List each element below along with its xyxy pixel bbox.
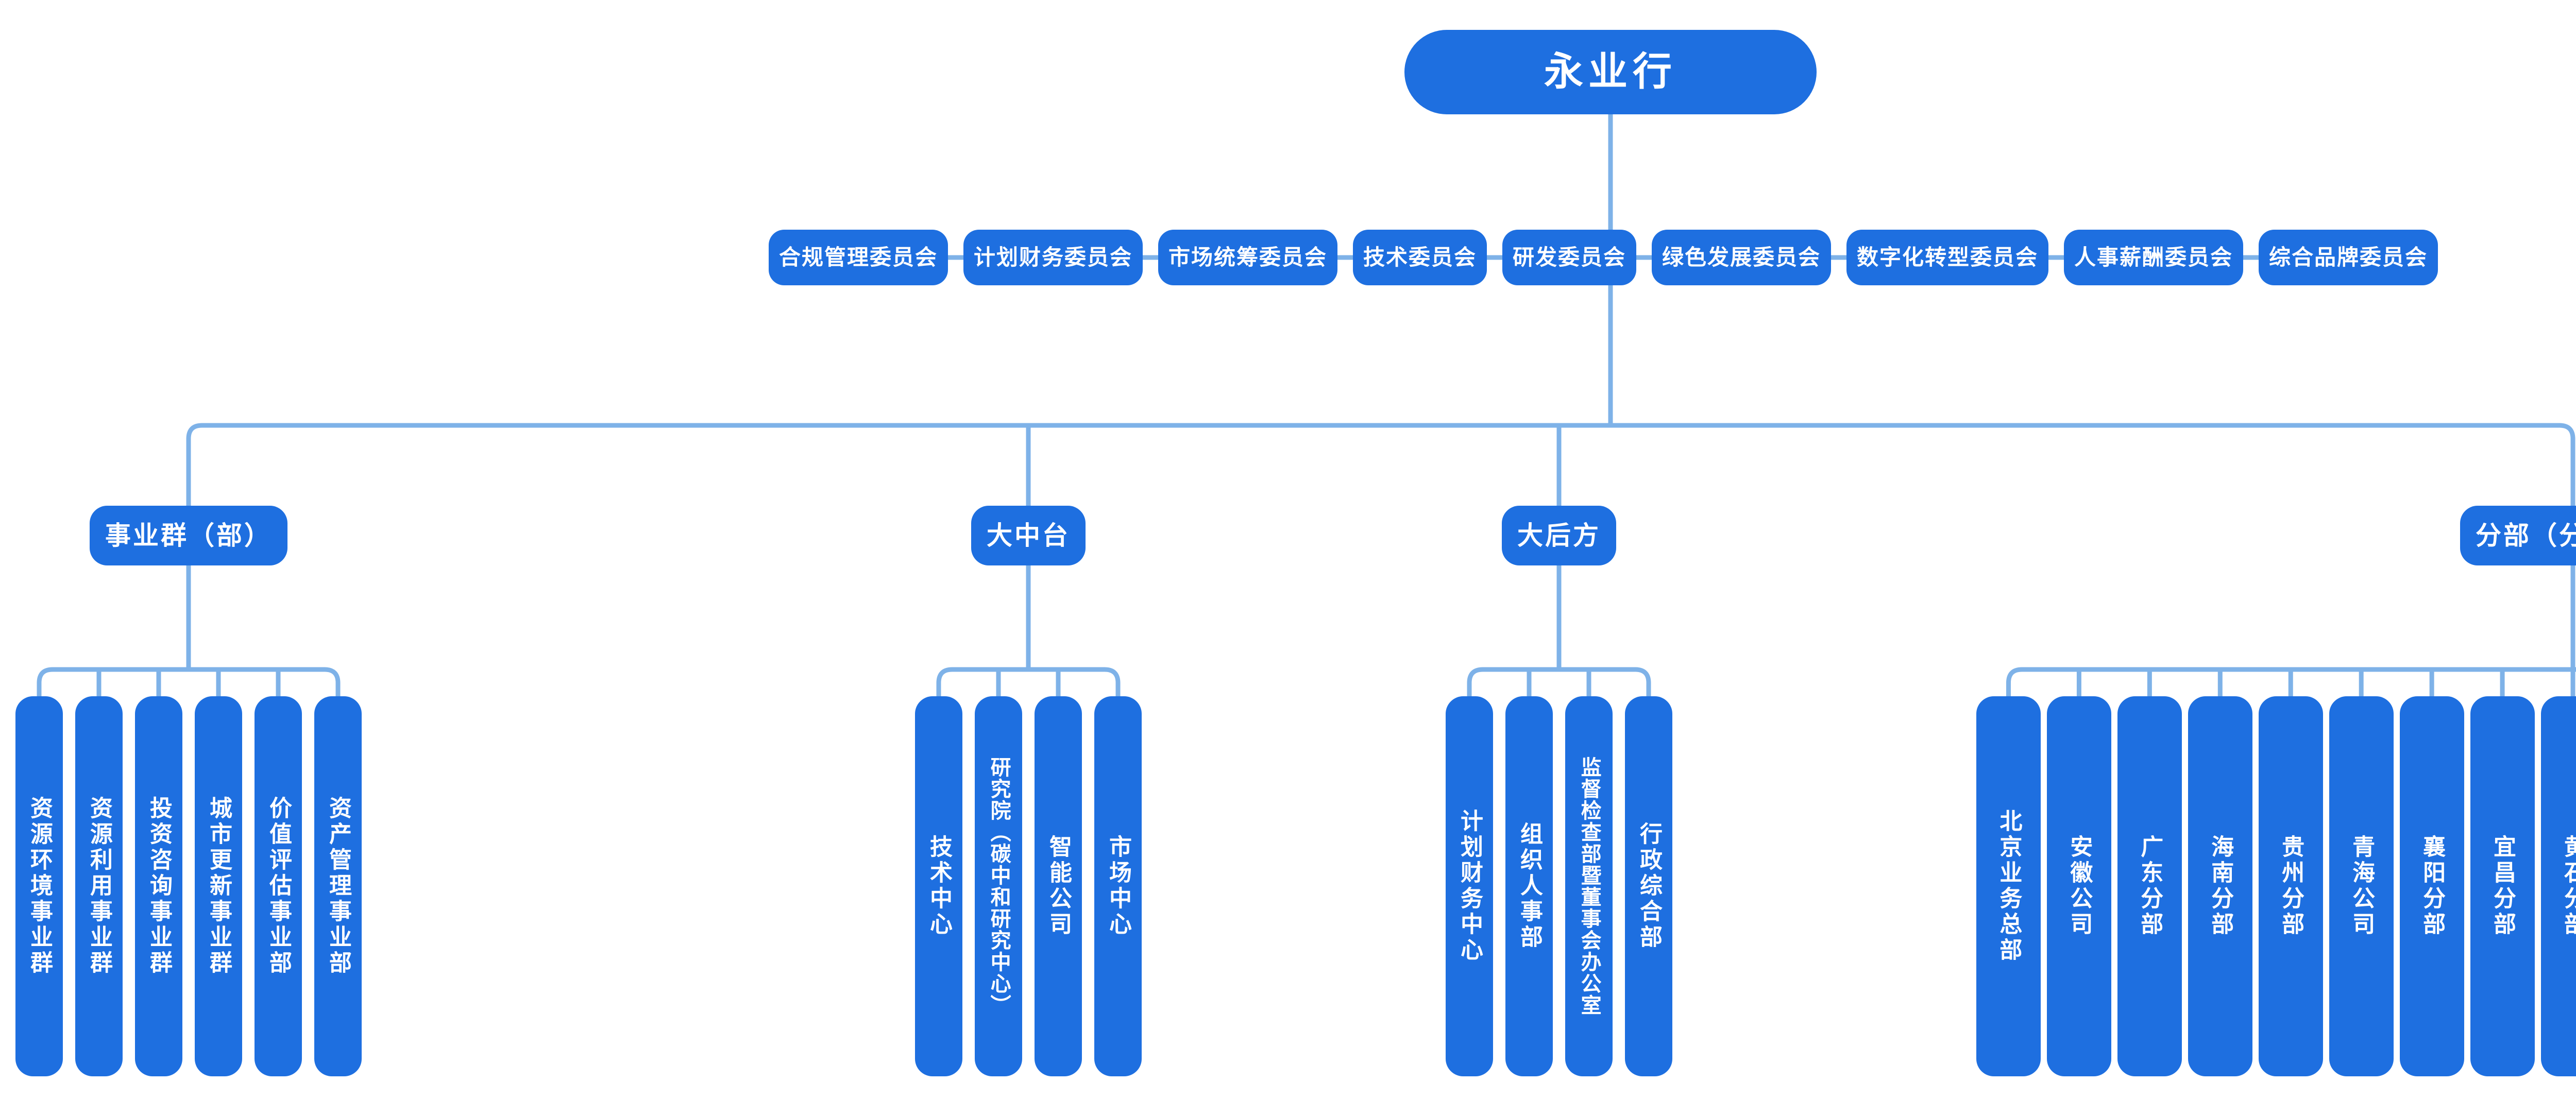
leaf-node-1-6[interactable]: 资产管理事业部 — [314, 696, 362, 1076]
leaf-node-1-3[interactable]: 投资咨询事业群 — [135, 696, 182, 1076]
leaf-node-2-4[interactable]: 市场中心 — [1094, 696, 1142, 1076]
leaf-node-2-2[interactable]: 研究院（碳中和研究中心） — [975, 696, 1022, 1076]
leaf-node-1-2[interactable]: 资源利用事业群 — [75, 696, 123, 1076]
leaf-node-2-1[interactable]: 技术中心 — [915, 696, 962, 1076]
root-node[interactable]: 永业行 — [1404, 30, 1817, 114]
committee-node-6[interactable]: 绿色发展委员会 — [1652, 230, 1831, 285]
committee-node-3[interactable]: 市场统筹委员会 — [1158, 230, 1337, 285]
leaf-node-4-8[interactable]: 宜昌分部 — [2470, 696, 2535, 1076]
leaf-node-4-5[interactable]: 贵州分部 — [2258, 696, 2323, 1076]
leaf-node-4-7[interactable]: 襄阳分部 — [2399, 696, 2464, 1076]
committee-node-7[interactable]: 数字化转型委员会 — [1846, 230, 2048, 285]
leaf-node-4-2[interactable]: 安徽公司 — [2046, 696, 2111, 1076]
leaf-node-1-5[interactable]: 价值评估事业部 — [255, 696, 302, 1076]
committee-node-4[interactable]: 技术委员会 — [1353, 230, 1487, 285]
leaf-node-4-4[interactable]: 海南分部 — [2188, 696, 2252, 1076]
group-header-4[interactable]: 分部（分公司） — [2460, 506, 2576, 565]
leaf-node-4-9[interactable]: 黄石分部 — [2540, 696, 2576, 1076]
leaf-node-3-3[interactable]: 监督检查部暨董事会办公室 — [1565, 696, 1613, 1076]
leaf-node-4-1[interactable]: 北京业务总部 — [1976, 696, 2041, 1076]
group-header-1[interactable]: 事业群（部） — [90, 506, 287, 565]
leaf-node-2-3[interactable]: 智能公司 — [1035, 696, 1082, 1076]
group-header-2[interactable]: 大中台 — [971, 506, 1086, 565]
leaf-node-4-6[interactable]: 青海公司 — [2329, 696, 2394, 1076]
committee-node-2[interactable]: 计划财务委员会 — [963, 230, 1143, 285]
leaf-node-3-1[interactable]: 计划财务中心 — [1446, 696, 1493, 1076]
committee-node-5[interactable]: 研发委员会 — [1502, 230, 1636, 285]
leaf-node-3-4[interactable]: 行政综合部 — [1625, 696, 1672, 1076]
leaf-node-1-4[interactable]: 城市更新事业群 — [195, 696, 242, 1076]
committee-node-1[interactable]: 合规管理委员会 — [769, 230, 948, 285]
leaf-node-4-3[interactable]: 广东分部 — [2117, 696, 2182, 1076]
group-header-3[interactable]: 大后方 — [1502, 506, 1616, 565]
leaf-node-3-2[interactable]: 组织人事部 — [1505, 696, 1553, 1076]
committee-node-8[interactable]: 人事薪酬委员会 — [2064, 230, 2243, 285]
committee-node-9[interactable]: 综合品牌委员会 — [2259, 230, 2438, 285]
leaf-node-1-1[interactable]: 资源环境事业群 — [15, 696, 63, 1076]
